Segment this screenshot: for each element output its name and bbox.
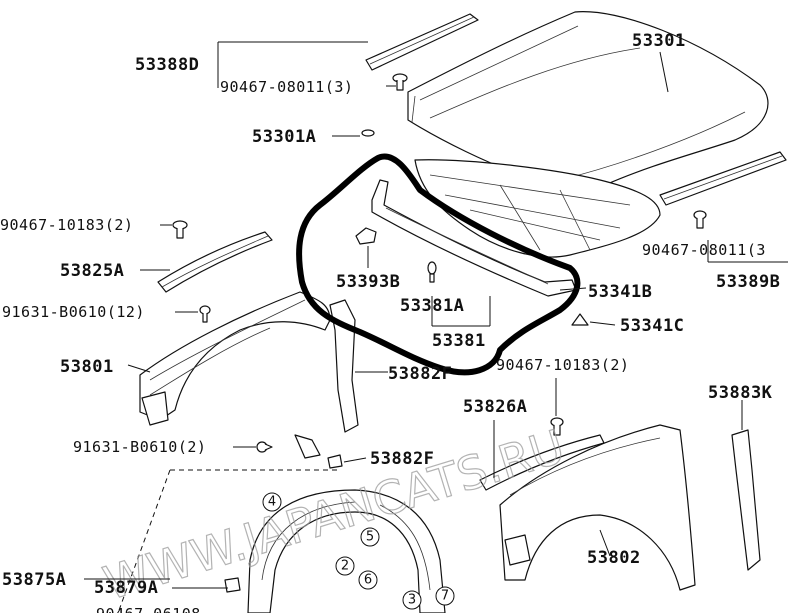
label-53341C: 53341C	[620, 316, 684, 336]
hood-panel	[407, 11, 769, 190]
label-53388D: 53388D	[135, 55, 199, 75]
label-53301A: 53301A	[252, 127, 316, 147]
clip-90467-08011-left	[392, 73, 408, 91]
hood-insulator	[414, 159, 661, 258]
clip-53381A	[427, 261, 437, 283]
label-53882F-top: 53882F	[388, 364, 452, 384]
label-53393B: 53393B	[336, 272, 400, 292]
label-53301: 53301	[632, 31, 686, 51]
label-91631-B0610-2: 91631-B0610(2)	[73, 438, 206, 456]
fender-bracket-53883K	[731, 429, 761, 571]
label-53879A: 53879A	[94, 578, 158, 598]
cowl-panel-53381	[355, 179, 577, 297]
svg-text:4: 4	[268, 495, 276, 510]
leader-lines	[84, 41, 788, 589]
front-fender-right	[499, 424, 696, 591]
clip-90467-10183-left	[172, 220, 188, 239]
clip-53341C	[571, 313, 589, 326]
label-53381A: 53381A	[400, 296, 464, 316]
fender-liner	[117, 469, 446, 613]
callout-3: 3	[402, 590, 422, 610]
label-53381: 53381	[432, 331, 486, 351]
label-53875A: 53875A	[2, 570, 66, 590]
clip-90467-10183-right	[550, 417, 564, 436]
front-fender-left	[139, 291, 331, 426]
label-53341B: 53341B	[588, 282, 652, 302]
label-53883K: 53883K	[708, 383, 773, 403]
callout-2: 2	[335, 556, 355, 576]
label-90467-08011-left: 90467-08011(3)	[220, 78, 353, 96]
svg-text:6: 6	[364, 573, 372, 588]
svg-text:5: 5	[366, 530, 374, 545]
label-90467-10183-right: 90467-10183(2)	[496, 356, 629, 374]
label-90467-10183-left: 90467-10183(2)	[0, 216, 133, 234]
label-53826A: 53826A	[463, 397, 527, 417]
highlight-loop	[296, 153, 581, 376]
svg-text:2: 2	[341, 559, 349, 574]
label-91631-B0610-12: 91631-B0610(12)	[2, 303, 145, 321]
bolt-91631-B0610-lower	[256, 441, 273, 453]
clip-90467-08011-right	[693, 210, 707, 229]
fender-bracket-53882F	[294, 299, 359, 469]
hood-seal-strip-right	[659, 151, 787, 206]
bolt-91631-B0610-upper	[199, 305, 211, 323]
hood-seal-strip-left	[365, 13, 479, 71]
callout-7: 7	[435, 586, 455, 606]
callout-5: 5	[360, 527, 380, 547]
label-53825A: 53825A	[60, 261, 124, 281]
callout-6: 6	[358, 570, 378, 590]
label-53882F-bottom: 53882F	[370, 449, 434, 469]
svg-text:3: 3	[408, 593, 416, 608]
label-90467-bottom: 90467-06108	[96, 605, 201, 613]
label-53801: 53801	[60, 357, 114, 377]
callout-4: 4	[262, 492, 282, 512]
label-53389B: 53389B	[716, 272, 780, 292]
fender-seal-right	[479, 434, 605, 491]
label-90467-08011-right: 90467-08011(3	[642, 241, 766, 259]
fender-seal-left	[157, 231, 273, 293]
cushion-53301A	[361, 129, 375, 137]
svg-text:7: 7	[441, 589, 449, 604]
label-53802: 53802	[587, 548, 641, 568]
